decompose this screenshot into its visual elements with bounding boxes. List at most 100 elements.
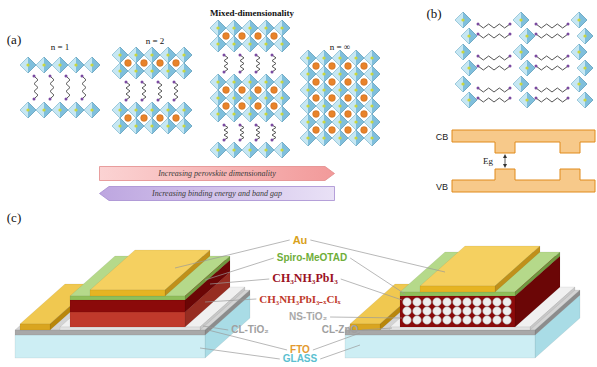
octahedron <box>36 57 52 73</box>
metal-atom <box>519 82 522 85</box>
cation-sphere <box>361 111 368 118</box>
molecule-atom <box>239 71 242 74</box>
metal-atom <box>182 124 185 127</box>
cation-sphere <box>223 33 230 40</box>
molecule-atom <box>509 65 512 68</box>
band-label: Eg <box>483 156 493 166</box>
organic-molecule <box>240 55 244 72</box>
tio2-sphere <box>463 307 472 316</box>
metal-atom <box>583 34 586 37</box>
tio2-sphere <box>423 316 432 325</box>
metal-atom <box>461 50 464 53</box>
organic-molecule <box>272 125 276 140</box>
octahedron <box>52 102 68 118</box>
metal-atom <box>280 148 283 151</box>
tio2-sphere <box>443 298 452 307</box>
metal-atom <box>150 108 153 111</box>
molecule-atom <box>239 54 242 57</box>
metal-atom <box>306 72 309 75</box>
metal-atom <box>134 53 137 56</box>
tio2-sphere <box>453 298 462 307</box>
cation-sphere <box>313 111 320 118</box>
tio2-sphere <box>483 316 492 325</box>
cation-sphere <box>255 103 262 110</box>
molecule-atom <box>81 75 84 78</box>
metal-atom <box>182 53 185 56</box>
metal-atom <box>166 53 169 56</box>
gold-contact-front <box>20 324 50 330</box>
cation-sphere <box>157 60 164 67</box>
cation-sphere <box>361 95 368 102</box>
metal-atom <box>280 80 283 83</box>
leader-line <box>341 279 402 300</box>
leader-line <box>175 240 290 268</box>
octahedron <box>20 102 36 118</box>
metal-atom <box>216 112 219 115</box>
metal-atom <box>306 104 309 107</box>
metal-atom <box>577 18 580 21</box>
cation-sphere <box>271 33 278 40</box>
organic-molecule <box>478 98 510 102</box>
organic-molecule <box>174 82 178 100</box>
metal-atom <box>232 96 235 99</box>
octahedron <box>519 92 535 108</box>
metal-atom <box>322 56 325 59</box>
organic-molecule <box>478 66 510 70</box>
molecule-atom <box>223 139 226 142</box>
metal-atom <box>90 63 93 66</box>
cation-sphere <box>329 79 336 86</box>
octahedron <box>68 57 84 73</box>
tio2-sphere <box>433 298 442 307</box>
octahedron <box>210 142 226 158</box>
layer-label: GLASS <box>283 353 317 365</box>
metal-atom <box>525 66 528 69</box>
cation-sphere <box>239 87 246 94</box>
metal-atom <box>264 26 267 29</box>
metal-atom <box>182 108 185 111</box>
metal-atom <box>58 63 61 66</box>
molecule-atom <box>239 139 242 142</box>
metal-atom <box>370 120 373 123</box>
organic-molecule <box>224 125 228 140</box>
octahedron <box>571 76 587 92</box>
molecule-atom <box>255 124 258 127</box>
panel-label: (a) <box>7 33 21 48</box>
tio2-sphere <box>413 307 422 316</box>
metal-atom <box>26 108 29 111</box>
cation-sphere <box>313 63 320 70</box>
metal-atom <box>118 108 121 111</box>
molecule-atom <box>477 33 480 36</box>
tio2-sphere <box>473 316 482 325</box>
cation-sphere <box>345 79 352 86</box>
molecule-atom <box>173 81 176 84</box>
octahedron <box>455 76 471 92</box>
cation-sphere <box>157 115 164 122</box>
molecule-atom <box>567 33 570 36</box>
organic-molecule <box>536 24 568 28</box>
molecule-atom <box>33 75 36 78</box>
molecule-atom <box>173 99 176 102</box>
molecule-atom <box>509 97 512 100</box>
mixed-perovskite-front <box>70 312 185 327</box>
metal-atom <box>90 108 93 111</box>
leader-line <box>205 258 274 280</box>
octahedron <box>455 12 471 28</box>
tio2-sphere <box>433 307 442 316</box>
compact-layer-front <box>390 327 530 330</box>
leader-line <box>210 279 269 284</box>
tio2-sphere <box>463 316 472 325</box>
organic-molecule <box>536 66 568 70</box>
metal-atom <box>264 148 267 151</box>
metal-atom <box>322 72 325 75</box>
leader-line <box>200 348 280 359</box>
metal-atom <box>354 72 357 75</box>
layer-label: CH₃NH₃PbI₃ <box>272 272 337 286</box>
molecule-atom <box>509 55 512 58</box>
tio2-sphere <box>503 316 512 325</box>
layer-label: Spiro-MeOTAD <box>277 252 347 264</box>
structure-label: n = 2 <box>146 36 165 46</box>
metal-atom <box>118 69 121 72</box>
molecule-atom <box>255 54 258 57</box>
tio2-sphere <box>443 316 452 325</box>
